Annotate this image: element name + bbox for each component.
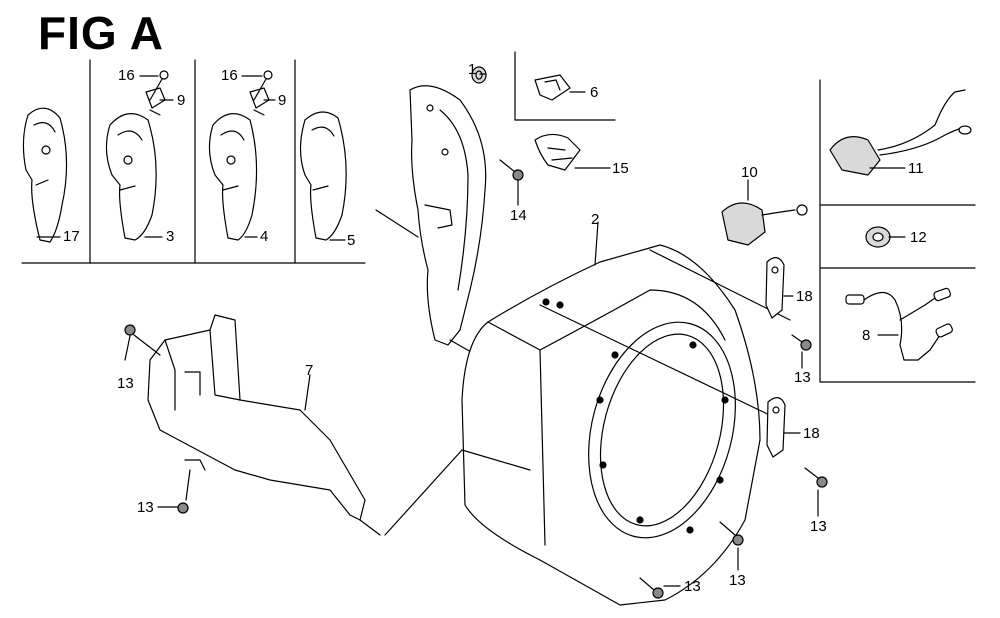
leader-air-guide bbox=[375, 209, 419, 238]
callout-9-left: 9 bbox=[177, 92, 186, 109]
bracket-18-lower bbox=[766, 397, 786, 458]
leader-cover-2 bbox=[649, 249, 791, 321]
guard-plate-3 bbox=[105, 113, 157, 241]
screw-13-right-upper bbox=[791, 334, 812, 351]
callout-14: 14 bbox=[510, 207, 527, 224]
nut-1 bbox=[471, 66, 487, 84]
bolt-16-left bbox=[149, 70, 169, 101]
inset-panel-top-middle bbox=[514, 51, 616, 121]
callout-15: 15 bbox=[612, 160, 629, 177]
guard-plate-17 bbox=[22, 107, 68, 243]
clip-9-right bbox=[249, 87, 270, 116]
leader-cover-4 bbox=[384, 449, 463, 536]
callout-17: 17 bbox=[63, 228, 80, 245]
callout-1: 1 bbox=[468, 61, 477, 78]
screw-13-bottom-mid bbox=[719, 521, 744, 546]
leader-guide-lower bbox=[359, 519, 381, 536]
leader-cover-3 bbox=[461, 449, 531, 471]
clip-15 bbox=[534, 133, 581, 171]
callout-4: 4 bbox=[260, 228, 269, 245]
harness-11 bbox=[829, 89, 972, 176]
callout-13-upper-left: 13 bbox=[117, 375, 134, 392]
callout-16-left: 16 bbox=[118, 67, 135, 84]
screw-14 bbox=[499, 159, 524, 181]
callout-13-bottom-mid: 13 bbox=[729, 572, 746, 589]
callout-8: 8 bbox=[862, 327, 871, 344]
callout-11: 11 bbox=[908, 160, 924, 177]
guard-plate-5 bbox=[299, 111, 347, 241]
screw-13-bottom bbox=[639, 577, 664, 599]
callout-18-upper: 18 bbox=[796, 288, 813, 305]
bolt-16-right bbox=[253, 70, 273, 101]
air-guide-lower-7 bbox=[147, 314, 366, 521]
callout-16-right: 16 bbox=[221, 67, 238, 84]
clip-9-left bbox=[145, 87, 166, 116]
inset-panel-right bbox=[819, 79, 976, 383]
screw-13-lower-left bbox=[177, 469, 191, 514]
callout-9-right: 9 bbox=[278, 92, 287, 109]
screw-13-right-lower bbox=[804, 467, 828, 488]
callout-6: 6 bbox=[590, 84, 599, 101]
clip-6 bbox=[534, 74, 571, 101]
inset-panel-left bbox=[21, 59, 366, 264]
callout-10: 10 bbox=[741, 164, 758, 181]
figure-title: FIG A bbox=[38, 7, 164, 59]
fan-cover-2 bbox=[461, 244, 761, 606]
leader-cover-1 bbox=[539, 304, 781, 421]
callout-leaders bbox=[36, 73, 906, 587]
callout-12: 12 bbox=[910, 229, 927, 246]
callout-13-right-lower: 13 bbox=[810, 518, 827, 535]
guard-plate-4 bbox=[208, 113, 258, 241]
switch-10 bbox=[721, 202, 808, 246]
bracket-18-upper bbox=[765, 257, 785, 319]
callout-13-lower-left: 13 bbox=[137, 499, 154, 516]
callout-2: 2 bbox=[591, 211, 600, 228]
callout-13-bottom: 13 bbox=[684, 578, 701, 595]
grommet-12 bbox=[865, 226, 891, 248]
callout-18-lower: 18 bbox=[803, 425, 820, 442]
screw-13-upper-left bbox=[124, 324, 161, 356]
callout-5: 5 bbox=[347, 232, 356, 249]
air-guide-upper bbox=[409, 85, 487, 346]
callout-3: 3 bbox=[166, 228, 175, 245]
wire-8 bbox=[845, 287, 953, 361]
callout-13-right-upper: 13 bbox=[794, 369, 811, 386]
callout-7: 7 bbox=[305, 362, 314, 379]
